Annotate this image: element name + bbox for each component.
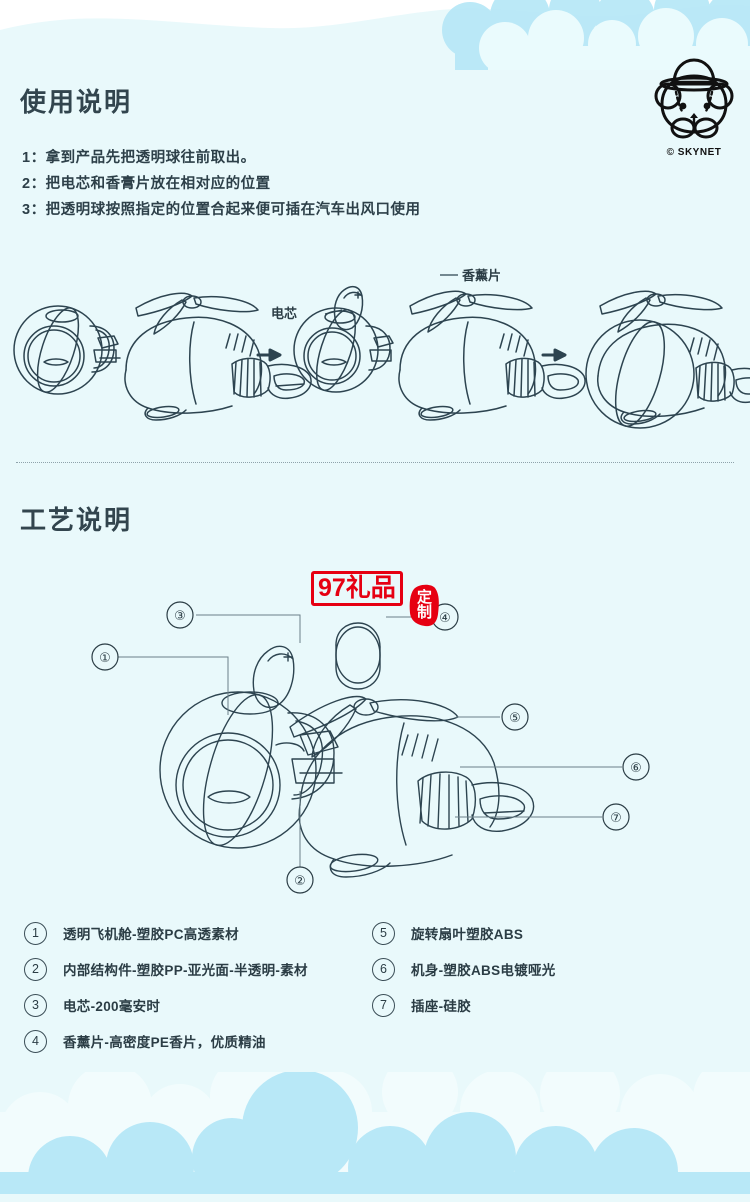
callout-1: ① (91, 643, 119, 671)
watermark-custom-seal: 定 制 (409, 583, 440, 627)
legend-item-4: 4 香薰片-高密度PE香片，优质精油 (24, 1023, 374, 1059)
legend-label-7: 插座-硅胶 (411, 999, 471, 1014)
usage-step-1: 1：拿到产品先把透明球往前取出。 (22, 150, 256, 166)
callout-2: ② (286, 866, 314, 894)
svg-text:⑥: ⑥ (630, 760, 642, 775)
svg-text:③: ③ (174, 608, 186, 623)
cloud-decoration-top (0, 0, 750, 70)
legend-column-right: 5 旋转扇叶塑胶ABS 6 机身-塑胶ABS电镀哑光 7 插座-硅胶 (372, 915, 722, 1023)
seal-shape-icon (409, 584, 439, 627)
legend-item-6: 6 机身-塑胶ABS电镀哑光 (372, 951, 722, 987)
legend-badge-2: 2 (24, 957, 47, 981)
callout-3: ③ (166, 601, 194, 629)
legend-label-1: 透明飞机舱-塑胶PC高透素材 (63, 927, 239, 942)
assembly-steps-diagram: 电芯 香薰片 (13, 268, 750, 429)
aroma-disc-part (335, 622, 381, 690)
seal-text: 定 制 (409, 583, 440, 627)
watermark-brand-box: 97礼品 (311, 571, 403, 606)
legend-badge-1: 1 (24, 921, 47, 945)
callout-leader-lines (118, 614, 622, 867)
callout-5: ⑤ (501, 703, 529, 731)
callout-markers: ① ② ③ ④ ⑤ (91, 601, 650, 894)
svg-text:①: ① (99, 650, 111, 665)
legend-item-2: 2 内部结构件-塑胶PP-亚光面-半透明-素材 (24, 951, 374, 987)
legend-label-5: 旋转扇叶塑胶ABS (411, 927, 524, 942)
svg-text:②: ② (294, 873, 306, 888)
legend-badge-5: 5 (372, 921, 395, 945)
legend-badge-4: 4 (24, 1029, 47, 1053)
legend-item-7: 7 插座-硅胶 (372, 987, 722, 1023)
usage-step-3: 3：把透明球按照指定的位置合起来便可插在汽车出风口使用 (22, 202, 421, 218)
legend-item-1: 1 透明飞机舱-塑胶PC高透素材 (24, 915, 374, 951)
logo-caption: © SKYNET (666, 147, 722, 158)
legend-badge-3: 3 (24, 993, 47, 1017)
section-divider (16, 462, 734, 463)
legend-badge-7: 7 (372, 993, 395, 1017)
legend-label-2: 内部结构件-塑胶PP-亚光面-半透明-素材 (63, 963, 308, 978)
battery-coin-part (252, 645, 295, 709)
exploded-parts-diagram: ① ② ③ ④ ⑤ (91, 601, 650, 894)
battery-leader-line (324, 309, 343, 315)
svg-text:⑦: ⑦ (610, 810, 622, 825)
legend-item-5: 5 旋转扇叶塑胶ABS (372, 915, 722, 951)
legend-label-6: 机身-塑胶ABS电镀哑光 (411, 963, 556, 978)
legend-label-4: 香薰片-高密度PE香片，优质精油 (63, 1035, 266, 1050)
callout-6: ⑥ (622, 753, 650, 781)
section-title-usage: 使用说明 (20, 87, 133, 117)
usage-steps-list: 1：拿到产品先把透明球往前取出。 2：把电芯和香膏片放在相对应的位置 3：把透明… (22, 145, 421, 223)
legend-column-left: 1 透明飞机舱-塑胶PC高透素材 2 内部结构件-塑胶PP-亚光面-半透明-素材… (24, 915, 374, 1059)
battery-cell-label: 电芯 (271, 306, 297, 321)
cloud-decoration-bottom (0, 1072, 750, 1202)
legend-badge-6: 6 (372, 957, 395, 981)
section-title-craft: 工艺说明 (20, 505, 133, 535)
svg-text:④: ④ (439, 610, 451, 625)
seal-char-2: 制 (416, 604, 432, 621)
bear-hat-icon (654, 58, 734, 139)
step-arrow-1 (256, 348, 282, 362)
legend-item-3: 3 电芯-200毫安时 (24, 987, 374, 1023)
aroma-tablet-label: 香薰片 (461, 268, 501, 283)
legend-label-3: 电芯-200毫安时 (63, 999, 161, 1014)
seal-char-1: 定 (416, 589, 432, 606)
skynet-logo: © SKYNET (652, 56, 736, 160)
step-arrow-2 (541, 348, 567, 362)
usage-step-2: 2：把电芯和香膏片放在相对应的位置 (22, 176, 271, 192)
callout-7: ⑦ (602, 803, 630, 831)
svg-text:⑤: ⑤ (509, 710, 521, 725)
battery-cell-part (333, 285, 364, 331)
